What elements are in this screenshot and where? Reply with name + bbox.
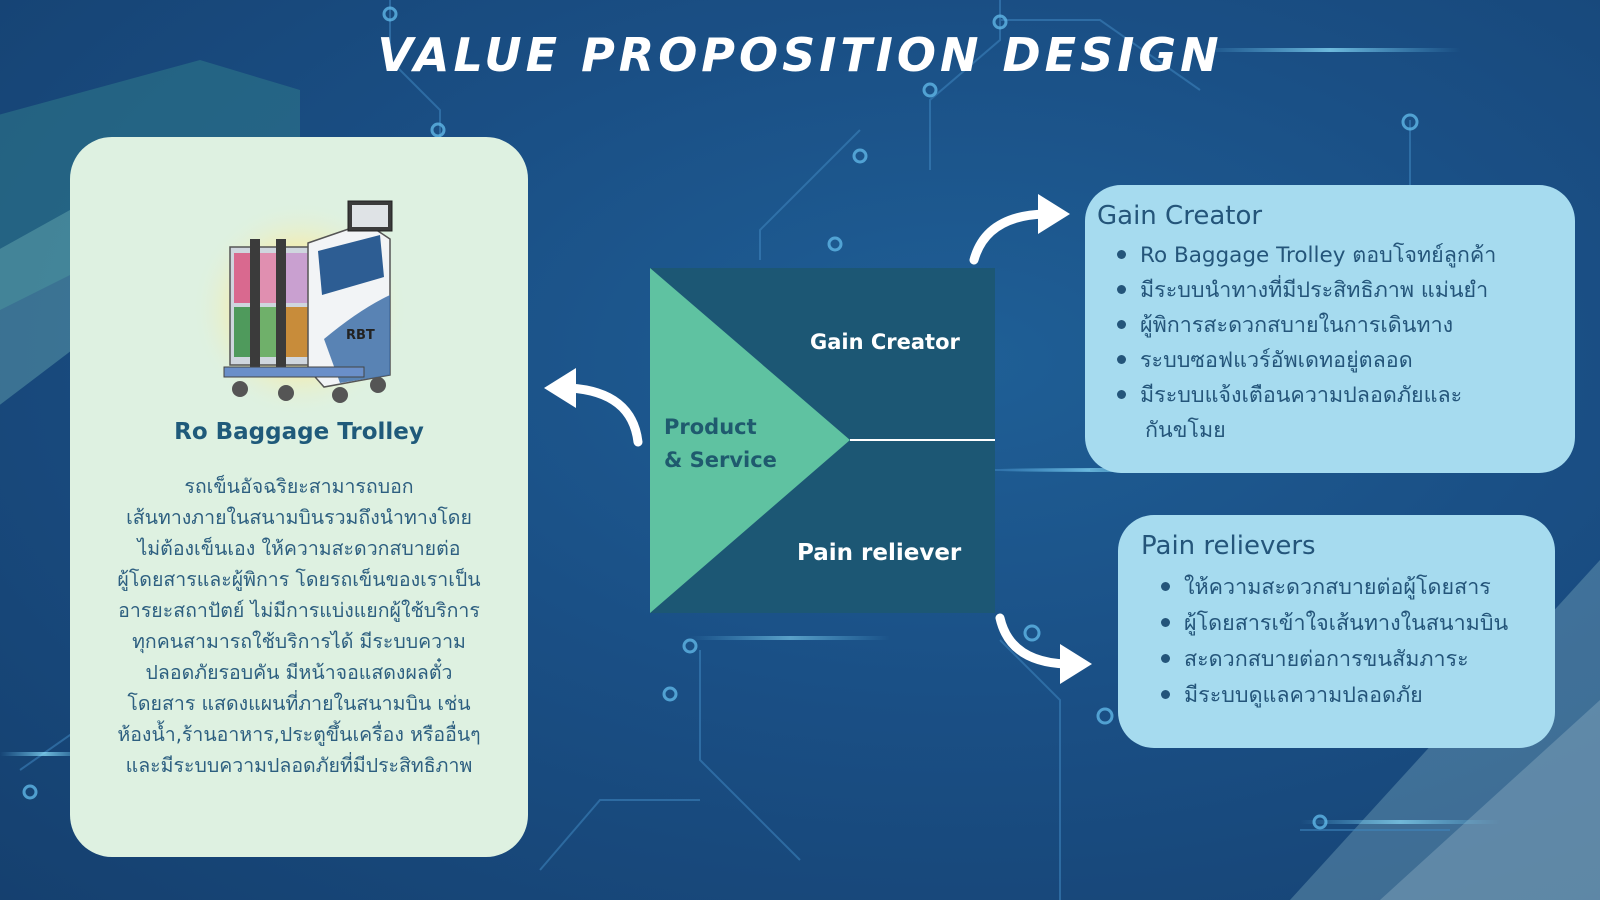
gain-creator-card: Gain Creator Ro Baggage Trolley ตอบโจทย์… — [1085, 185, 1575, 473]
bullet-icon — [1117, 249, 1126, 259]
bullet-icon — [1161, 689, 1170, 699]
trolley-image: RBT — [190, 199, 410, 417]
curved-arrow-left-icon — [544, 368, 643, 447]
canvas-pain-label: Pain reliever — [797, 540, 962, 566]
gain-item-continuation: กันขโมย — [1145, 418, 1226, 443]
product-description: รถเข็นอัจฉริยะสามารถบอก เส้นทางภายในสนาม… — [92, 471, 506, 781]
product-triangle — [650, 268, 850, 613]
pain-item: ให้ความสะดวกสบายต่อผู้โดยสาร — [1161, 570, 1491, 604]
product-label-line: Product — [664, 415, 757, 439]
bullet-icon — [1117, 354, 1126, 364]
gain-item: มีระบบนำทางที่มีประสิทธิภาพ แม่นยำ — [1117, 273, 1488, 307]
description-line: ผู้โดยสารและผู้พิการ โดยรถเข็นของเราเป็น — [117, 568, 481, 591]
slide-title: VALUE PROPOSITION DESIGN — [377, 28, 1223, 82]
description-line: ทุกคนสามารถใช้บริการได้ มีระบบความ — [132, 630, 466, 653]
pain-item: สะดวกสบายต่อการขนสัมภาระ — [1161, 642, 1469, 676]
gain-item: ผู้พิการสะดวกสบายในการเดินทาง — [1117, 308, 1453, 342]
description-line: ไม่ต้องเข็นเอง ให้ความสะดวกสบายต่อ — [137, 537, 461, 560]
pain-item: ผู้โดยสารเข้าใจเส้นทางในสนามบิน — [1161, 606, 1508, 640]
gain-item: ระบบซอฟแวร์อัพเดทอยู่ตลอด — [1117, 343, 1413, 377]
gain-item: Ro Baggage Trolley ตอบโจทย์ลูกค้า — [1117, 238, 1496, 272]
product-name: Ro Baggage Trolley — [174, 419, 424, 445]
pain-item: มีระบบดูแลความปลอดภัย — [1161, 678, 1423, 712]
bullet-icon — [1117, 319, 1126, 329]
gain-creator-title: Gain Creator — [1097, 201, 1263, 231]
bullet-icon — [1117, 389, 1126, 399]
trolley-logo-text: RBT — [346, 328, 375, 343]
canvas-product-label: Product & Service — [664, 411, 777, 477]
description-line: โดยสาร แสดงแผนที่ภายในสนามบิน เช่น — [127, 692, 471, 715]
description-line: รถเข็นอัจฉริยะสามารถบอก — [184, 475, 414, 498]
description-line: ปลอดภัยรอบคัน มีหน้าจอแสดงผลตั๋ว — [145, 661, 453, 684]
canvas-gain-label: Gain Creator — [810, 330, 960, 354]
curved-arrow-down-right-icon — [995, 613, 1092, 684]
gain-item: มีระบบแจ้งเตือนความปลอดภัยและ — [1117, 378, 1462, 412]
bullet-icon — [1161, 581, 1170, 591]
bullet-icon — [1161, 617, 1170, 627]
bullet-icon — [1161, 653, 1170, 663]
pain-relievers-card: Pain relievers ให้ความสะดวกสบายต่อผู้โดย… — [1118, 515, 1555, 748]
bullet-icon — [1117, 284, 1126, 294]
description-line: เส้นทางภายในสนามบินรวมถึงนำทางโดย — [126, 506, 472, 529]
description-line: และมีระบบความปลอดภัยที่มีประสิทธิภาพ — [125, 754, 473, 777]
description-line: ห้องน้ำ,ร้านอาหาร,ประตูขึ้นเครื่อง หรืออ… — [117, 723, 481, 746]
curved-arrow-up-right-icon — [969, 194, 1070, 265]
product-card: RBT Ro Baggage Trolley รถเข็นอัจฉริยะสาม… — [70, 137, 528, 857]
product-label-line: & Service — [664, 448, 777, 472]
value-proposition-canvas — [650, 268, 995, 613]
description-line: อารยะสถาปัตย์ ไม่มีการแบ่งแยกผู้ใช้บริกา… — [118, 599, 480, 622]
pain-relievers-title: Pain relievers — [1141, 531, 1316, 561]
